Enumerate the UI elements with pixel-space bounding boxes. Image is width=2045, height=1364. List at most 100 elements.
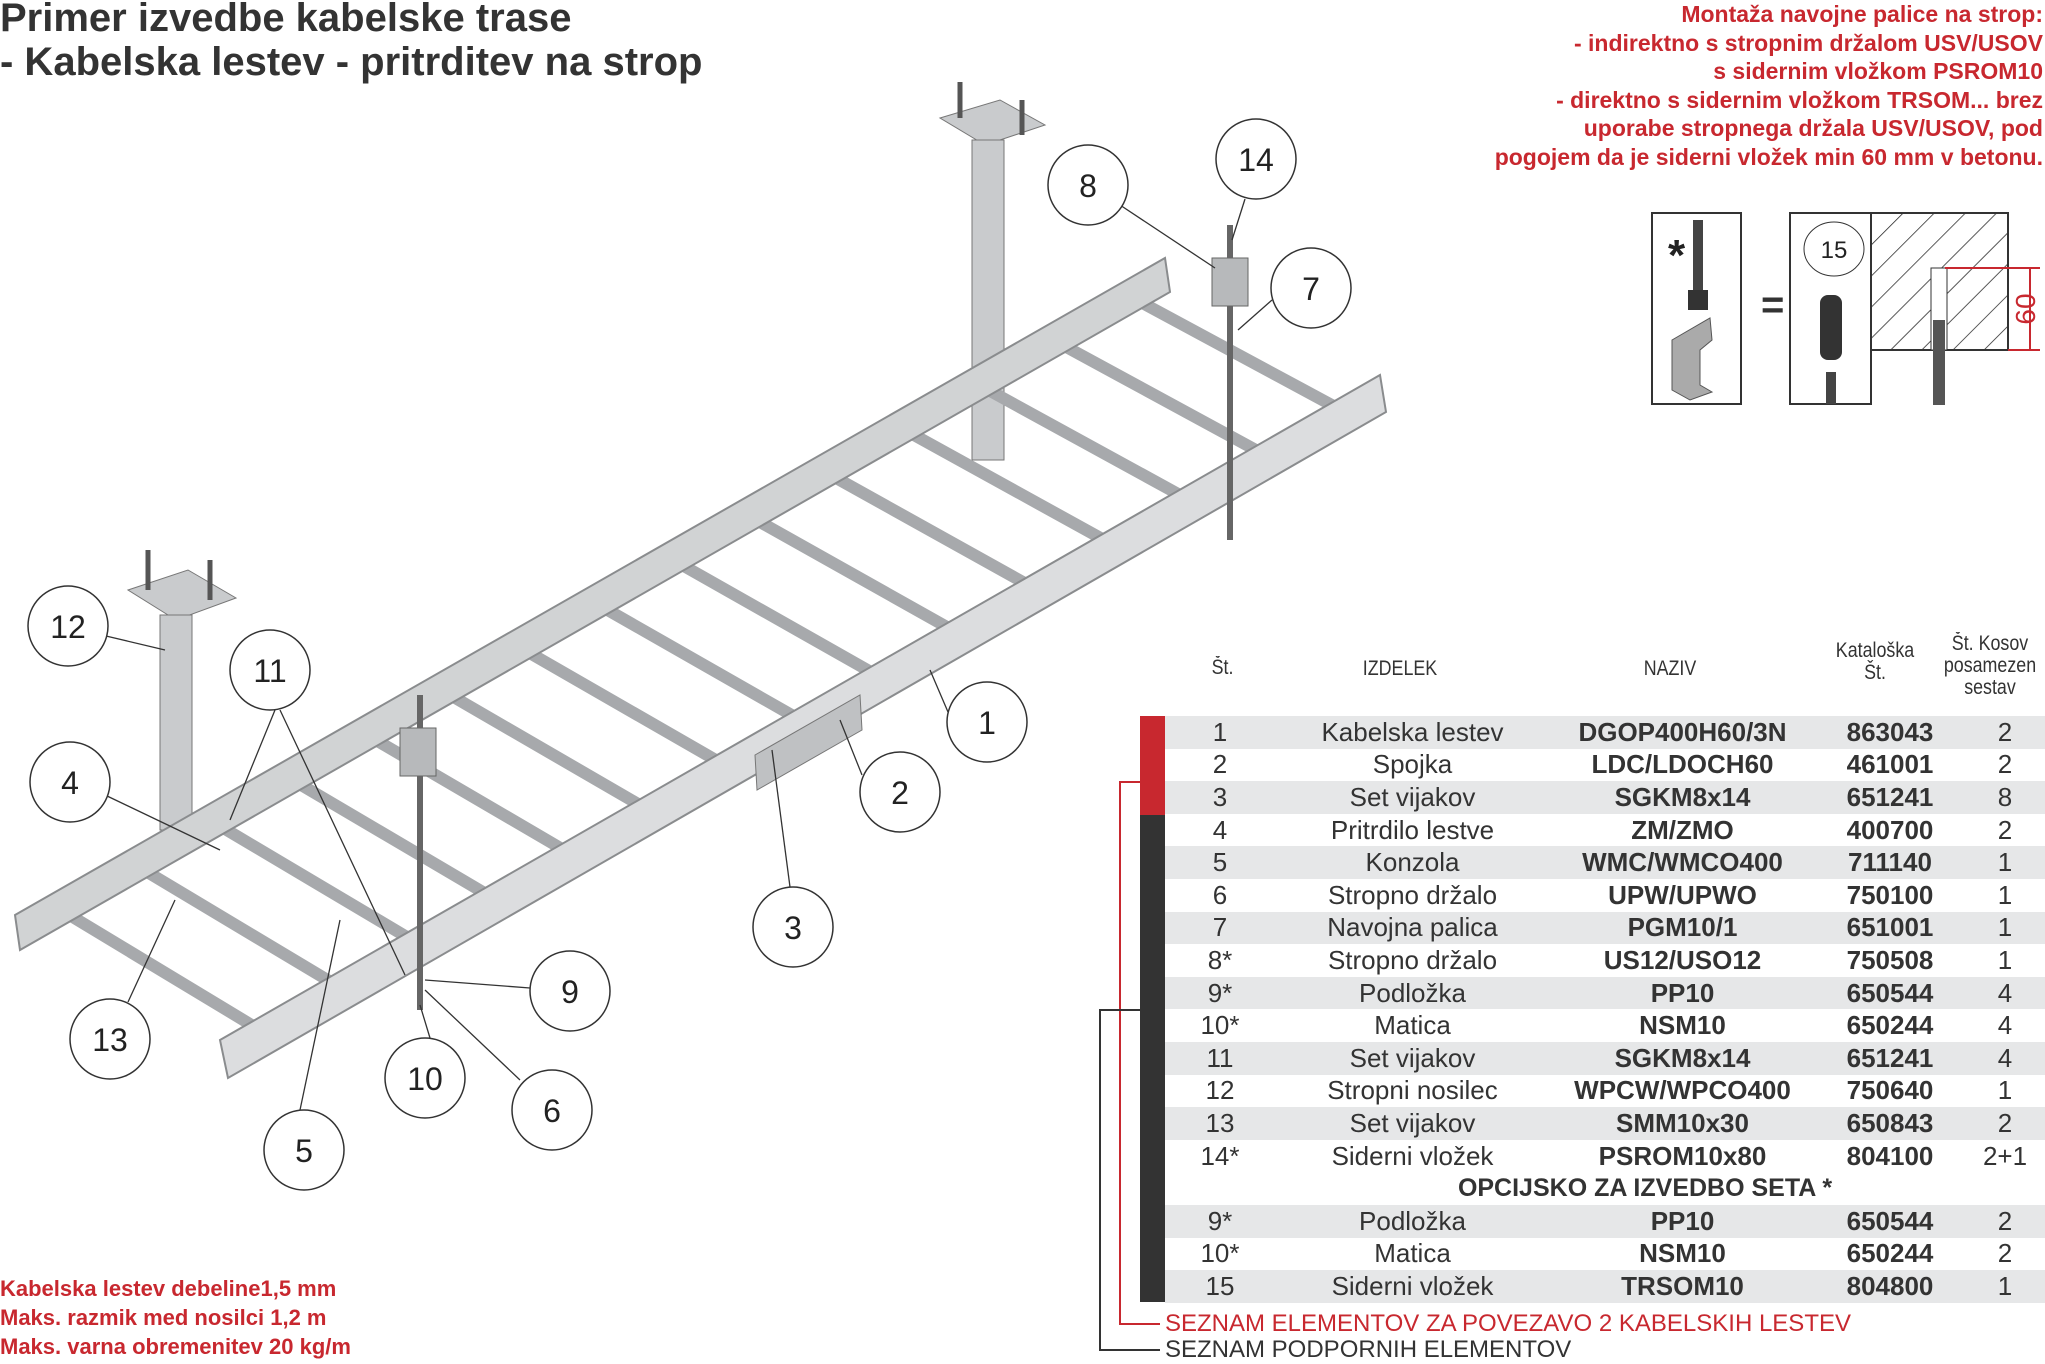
header-kosov: Št. Kosov posamezen sestav <box>1943 632 2037 699</box>
callout-13: 13 <box>69 998 151 1080</box>
title-line-2: - Kabelska lestev - pritrditev na strop <box>0 40 703 84</box>
cell-naziv: TRSOM10 <box>1621 1270 1744 1301</box>
cell-st: 4 <box>1212 814 1228 845</box>
cell-izdelek: Pritrdilo lestve <box>1330 814 1495 845</box>
ceiling-support-right <box>938 82 1047 461</box>
cell-izdelek: Spojka <box>1372 749 1453 780</box>
callout-1: 1 <box>946 681 1028 763</box>
cell-naziv: SGKM8x14 <box>1614 781 1751 812</box>
cell-st: 2 <box>1212 749 1228 780</box>
cell-kataloska: 650244 <box>1846 1010 1934 1041</box>
cell-kosov: 1 <box>1997 847 2013 878</box>
title-line-1: Primer izvedbe kabelske trase <box>0 0 572 40</box>
cell-naziv: WPCW/WPCO400 <box>1574 1075 1791 1106</box>
cell-kataloska: 650843 <box>1846 1107 1934 1138</box>
inset-option-set: * = 15 60 <box>1651 212 2041 405</box>
cell-kataloska: 651241 <box>1846 1042 1934 1073</box>
cell-naziv: PP10 <box>1650 1205 1715 1236</box>
ladder-rung <box>592 598 806 726</box>
cell-kataloska: 804100 <box>1846 1140 1934 1171</box>
cell-kataloska: 750508 <box>1846 944 1934 975</box>
legend-connector-red <box>1119 781 1160 1325</box>
note-line: - direktno s sidernim vložkom TRSOM... b… <box>1556 86 2043 113</box>
cell-izdelek: Siderni vložek <box>1331 1270 1494 1301</box>
callout-3: 3 <box>752 886 834 968</box>
cell-naziv: SMM10x30 <box>1616 1107 1749 1138</box>
ladder-rung <box>55 904 266 1036</box>
svg-text:11: 11 <box>253 653 286 689</box>
svg-text:13: 13 <box>92 1022 128 1058</box>
legend-support: SEZNAM PODPORNIH ELEMENTOV <box>1165 1336 1572 1363</box>
cell-st: 14* <box>1200 1140 1240 1171</box>
note-line: Montaža navojne palice na strop: <box>1681 1 2043 27</box>
ladder-rung <box>132 860 343 992</box>
svg-text:9: 9 <box>561 974 579 1010</box>
callout-5: 5 <box>263 1109 345 1191</box>
cell-izdelek: Set vijakov <box>1349 1042 1476 1073</box>
cell-kataloska: 651241 <box>1846 781 1934 812</box>
legend-connector-dark <box>1099 1009 1160 1351</box>
header-kataloska: Kataloška Št. <box>1835 639 1915 684</box>
cell-st: 9* <box>1207 1205 1233 1236</box>
table-row: 15 Siderni vložek TRSOM10 804800 1 <box>1165 1270 2045 1303</box>
cell-naziv: PSROM10x80 <box>1598 1140 1767 1171</box>
mounting-note: Montaža navojne palice na strop: - indir… <box>1495 0 2043 172</box>
cell-izdelek: Navojna palica <box>1327 912 1498 943</box>
cell-st: 6 <box>1212 879 1228 910</box>
cell-izdelek: Podložka <box>1359 977 1466 1008</box>
support-elements-bar <box>1140 815 1165 1302</box>
note-line: - indirektno s stropnim držalom USV/USOV <box>1573 29 2043 56</box>
cell-kosov: 1 <box>1997 912 2013 943</box>
callout-6: 6 <box>511 1069 593 1151</box>
cell-naziv: DGOP400H60/3N <box>1578 716 1787 747</box>
cell-izdelek: Kabelska lestev <box>1321 716 1504 747</box>
cell-naziv: NSM10 <box>1639 1010 1726 1041</box>
cell-kosov: 1 <box>1997 1270 2013 1301</box>
note-line: pogojem da je siderni vložek min 60 mm v… <box>1494 143 2043 170</box>
cell-kosov: 2 <box>1997 1205 2013 1236</box>
ladder-specs: Kabelska lestev debeline1,5 mm Maks. raz… <box>0 1274 351 1361</box>
optional-section-heading: OPCIJSKO ZA IZVEDBO SETA * <box>1457 1174 1833 1203</box>
note-line: s sidernim vložkom PSROM10 <box>1713 58 2043 85</box>
cell-st: 10* <box>1200 1238 1240 1269</box>
svg-text:4: 4 <box>61 765 79 801</box>
ladder-rung <box>1128 292 1346 416</box>
cell-st: 7 <box>1212 912 1228 943</box>
ladder-rung <box>745 511 960 637</box>
cell-st: 3 <box>1212 781 1228 812</box>
spec-line: Maks. razmik med nosilci 1,2 m <box>0 1305 327 1330</box>
cell-naziv: PP10 <box>1650 977 1715 1008</box>
ladder-rung <box>438 685 652 815</box>
spec-line: Kabelska lestev debeline1,5 mm <box>0 1276 337 1301</box>
cell-kataloska: 750100 <box>1846 879 1934 910</box>
svg-text:12: 12 <box>50 609 86 645</box>
cell-kosov: 1 <box>1997 944 2013 975</box>
cell-kosov: 2 <box>1997 1107 2013 1138</box>
spec-line: Maks. varna obremenitev 20 kg/m <box>0 1334 351 1359</box>
cell-kosov: 8 <box>1997 781 2013 812</box>
cell-st: 11 <box>1206 1042 1234 1073</box>
callout-9: 9 <box>529 950 611 1032</box>
cell-kataloska: 804800 <box>1846 1270 1934 1301</box>
cell-izdelek: Stropno držalo <box>1327 879 1498 910</box>
cell-kosov: 2 <box>1997 1238 2013 1269</box>
cell-st: 1 <box>1212 716 1228 747</box>
cell-st: 15 <box>1205 1270 1235 1301</box>
callout-4: 4 <box>29 741 111 823</box>
cell-kataloska: 650244 <box>1846 1238 1934 1269</box>
cell-kataloska: 651001 <box>1846 912 1934 943</box>
svg-text:5: 5 <box>295 1133 313 1169</box>
cell-izdelek: Stropni nosilec <box>1327 1075 1498 1106</box>
cell-izdelek: Stropno držalo <box>1327 944 1498 975</box>
cell-kosov: 4 <box>1997 1042 2013 1073</box>
cell-naziv: PGM10/1 <box>1627 912 1738 943</box>
